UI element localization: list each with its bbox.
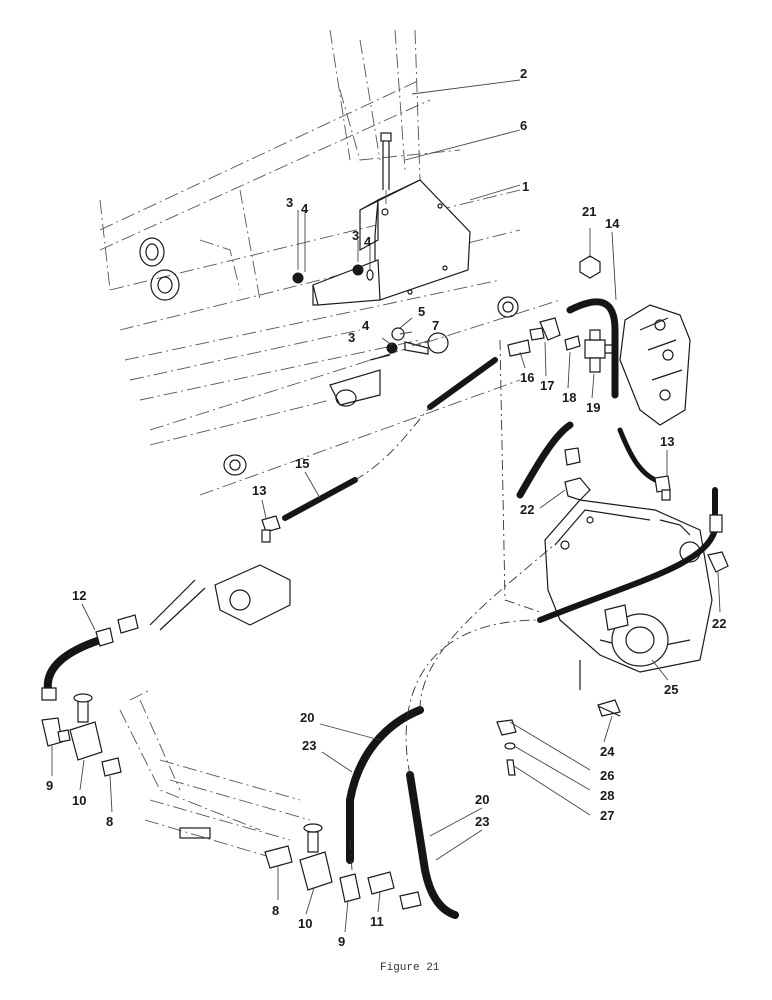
callout-23: 23 [475, 814, 489, 829]
callout-10: 10 [298, 916, 312, 931]
tractor-frame-outline [99, 29, 561, 496]
callout-24: 24 [600, 744, 615, 759]
fitting-18 [564, 335, 581, 351]
callout-10: 10 [72, 793, 86, 808]
elbow-22-right [707, 551, 729, 573]
callout-13: 13 [660, 434, 674, 449]
callout-7: 7 [432, 318, 439, 333]
callout-5: 5 [418, 304, 425, 319]
callout-11: 11 [370, 914, 384, 929]
callout-leaders [51, 228, 721, 933]
hose-20-23-left [346, 706, 424, 864]
hose-15-upper [427, 357, 498, 410]
bracket-leaders [297, 79, 521, 347]
callout-23: 23 [302, 738, 316, 753]
return-line-route [499, 339, 541, 613]
callout-17: 17 [540, 378, 554, 393]
needle-valve-10b [299, 823, 333, 891]
fitting-8b [264, 845, 293, 869]
callout-9: 9 [46, 778, 53, 793]
callout-14: 14 [605, 216, 620, 231]
callout-8: 8 [106, 814, 113, 829]
fitting-hose-12 [41, 614, 139, 701]
callout-18: 18 [562, 390, 576, 405]
callout-6: 6 [520, 118, 527, 133]
callout-1: 1 [522, 179, 529, 194]
hydraulic-motor [149, 564, 291, 631]
hose-14-lower [617, 427, 663, 485]
bolt-24 [579, 660, 621, 717]
elbow-22-upper [564, 447, 591, 501]
elbow-13-left [261, 515, 281, 543]
valve-10b-route [349, 839, 353, 871]
callout-15: 15 [295, 456, 309, 471]
callout-25: 25 [664, 682, 678, 697]
callout-21: 21 [582, 204, 596, 219]
callout-4: 4 [301, 201, 309, 216]
fitting-8a [101, 757, 122, 777]
bolt-2 [380, 132, 392, 215]
clip-hardware [496, 719, 591, 816]
callout-19: 19 [586, 400, 600, 415]
pivot-arm [329, 354, 391, 407]
callout-labels: 2 6 1 3 4 3 4 5 4 7 3 21 14 16 17 18 19 … [46, 66, 726, 949]
hose-14 [566, 298, 619, 399]
fitting-11 [367, 871, 422, 910]
hose-15-route [354, 406, 431, 481]
mounting-bracket [312, 179, 471, 306]
cap-21 [579, 255, 601, 279]
fitting-16 [507, 339, 531, 357]
needle-valve-10a [69, 693, 103, 761]
phantom-cylinders [119, 689, 311, 861]
callout-3: 3 [352, 228, 359, 243]
hose-20-route [419, 539, 561, 711]
figure-caption: Figure 21 [380, 962, 440, 974]
callout-2: 2 [520, 66, 527, 81]
elbow-9b [339, 873, 361, 903]
callout-9: 9 [338, 934, 345, 949]
callout-12: 12 [72, 588, 86, 603]
callout-27: 27 [600, 808, 614, 823]
callout-16: 16 [520, 370, 534, 385]
elbow-17 [529, 317, 561, 341]
fitting-pump-top [709, 514, 723, 533]
tee-fitting-19 [584, 329, 616, 373]
hose-15 [282, 477, 358, 521]
callout-3: 3 [348, 330, 355, 345]
callout-28: 28 [600, 788, 614, 803]
elbow-13-right [654, 475, 671, 501]
hose-12 [43, 636, 104, 694]
callout-22: 22 [712, 616, 726, 631]
callout-26: 26 [600, 768, 614, 783]
frame-bosses [139, 237, 519, 476]
callout-13: 13 [252, 483, 266, 498]
hose-20-23-right [406, 771, 459, 919]
hose-pump-outlet [537, 487, 718, 623]
hose-23-route [405, 619, 541, 776]
elbow-9a [41, 717, 71, 747]
callout-4: 4 [362, 318, 370, 333]
callout-20: 20 [300, 710, 314, 725]
control-valve [619, 304, 691, 426]
callout-3: 3 [286, 195, 293, 210]
hose-22-pressure [516, 421, 574, 499]
callout-22: 22 [520, 502, 534, 517]
nut-washer-3-4 [292, 264, 429, 355]
callout-20: 20 [475, 792, 489, 807]
callout-8: 8 [272, 903, 279, 918]
callout-4: 4 [364, 234, 372, 249]
